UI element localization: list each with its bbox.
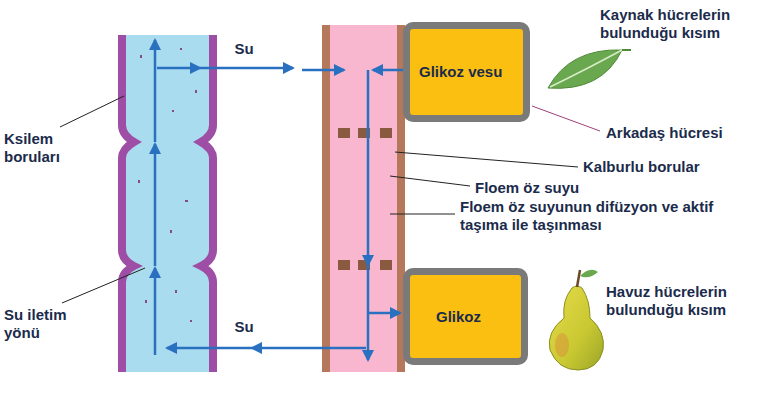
label-box: Arkadaş hücresi bbox=[606, 124, 771, 142]
part-label: Su iletim yönü bbox=[4, 306, 90, 342]
part-label: Ksilem boruları bbox=[4, 130, 76, 166]
part-label: Floem öz suyu bbox=[475, 179, 610, 197]
label-box: Su iletim yönü bbox=[4, 306, 90, 342]
part-label: Kaynak hücrelerin bulunduğu kısım bbox=[600, 6, 770, 42]
phloem-fill bbox=[326, 25, 401, 372]
xylem-fill bbox=[122, 35, 213, 372]
sieve-tube bbox=[326, 25, 401, 372]
part-label: Arkadaş hücresi bbox=[606, 124, 771, 142]
part-label: Floem öz suyunun difüzyon ve aktif taşım… bbox=[460, 198, 738, 234]
pear-picture bbox=[549, 270, 603, 370]
label-box: Kalburlu borular bbox=[583, 158, 768, 176]
xylem-tube bbox=[122, 35, 213, 372]
cell-label: Glikoz vesu bbox=[419, 63, 502, 81]
label-box: Su bbox=[222, 40, 266, 58]
phloem-wall bbox=[322, 25, 330, 372]
cell-box: Glikoz vesu bbox=[403, 22, 530, 122]
label-box: Su bbox=[222, 318, 266, 336]
xylem-wall bbox=[201, 35, 213, 372]
label-box: Ksilem boruları bbox=[4, 130, 76, 166]
cell-label: Glikoz bbox=[436, 308, 481, 326]
flow-label: Su bbox=[222, 40, 266, 58]
part-label: Kalburlu borular bbox=[583, 158, 768, 176]
label-box: Floem öz suyu bbox=[475, 179, 610, 197]
sieve-plate bbox=[338, 128, 392, 270]
flow-arrows bbox=[155, 40, 404, 360]
flow-label: Su bbox=[222, 318, 266, 336]
leaf-picture bbox=[548, 50, 631, 88]
cell-box: Glikoz bbox=[403, 268, 528, 365]
label-box: Kaynak hücrelerin bulunduğu kısım bbox=[600, 6, 770, 42]
label-box: Floem öz suyunun difüzyon ve aktif taşım… bbox=[460, 198, 738, 234]
xylem-wall bbox=[122, 35, 134, 372]
label-box: Havuz hücrelerin bulunduğu kısım bbox=[606, 283, 766, 319]
xylem-speckles bbox=[138, 48, 197, 322]
part-label: Havuz hücrelerin bulunduğu kısım bbox=[606, 283, 766, 319]
